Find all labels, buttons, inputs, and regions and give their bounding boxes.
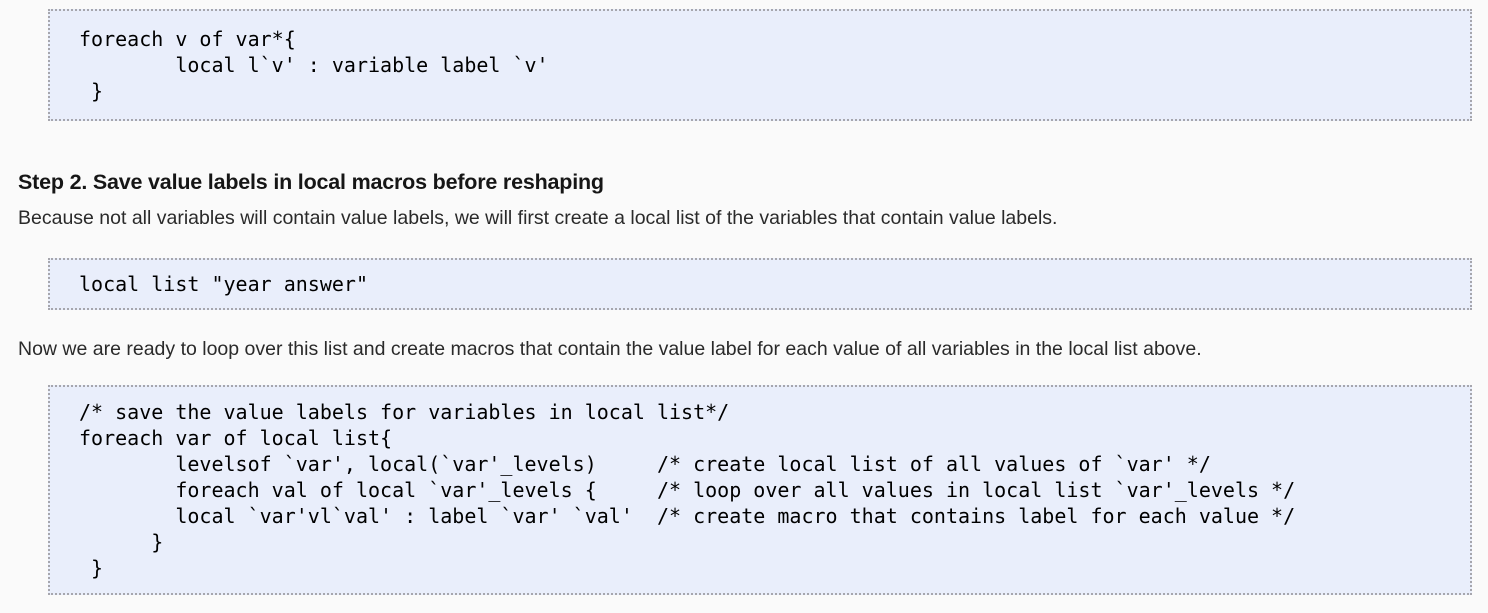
paragraph-intro-local-list: Because not all variables will contain v… <box>18 207 1058 229</box>
paragraph-loop-description: Now we are ready to loop over this list … <box>18 338 1202 360</box>
code-block-save-value-labels: /* save the value labels for variables i… <box>48 385 1472 595</box>
step-2-heading: Step 2. Save value labels in local macro… <box>18 170 604 194</box>
code-block-local-list: local list "year answer" <box>48 258 1472 310</box>
code-block-foreach-variable-labels: foreach v of var*{ local l`v' : variable… <box>48 9 1472 121</box>
